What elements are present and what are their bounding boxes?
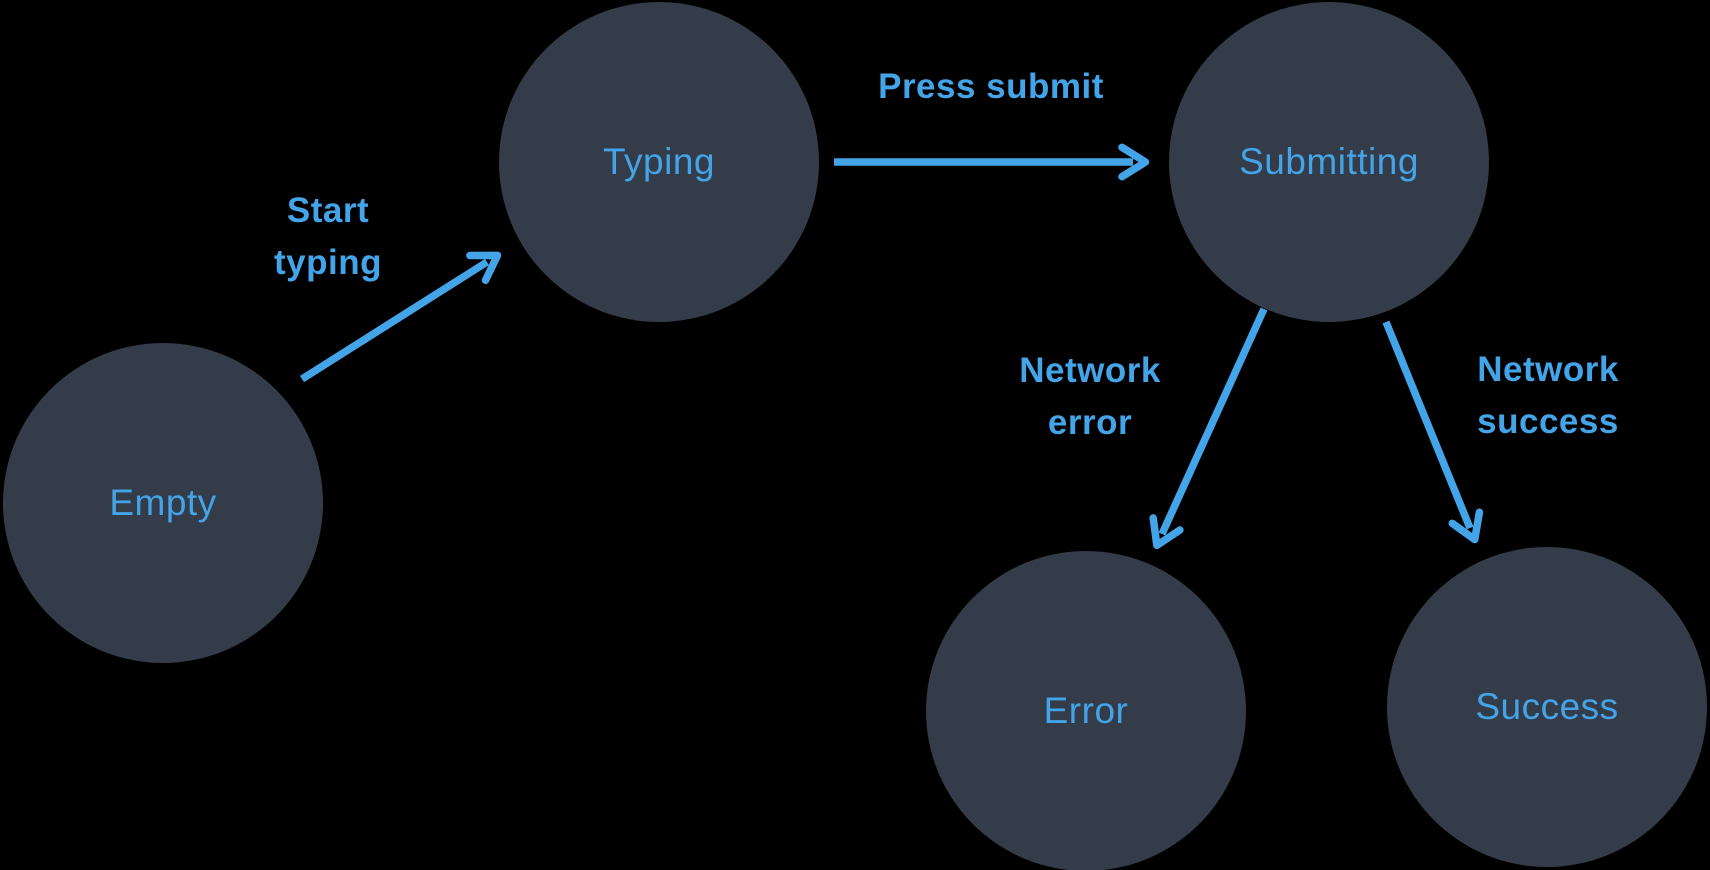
transition-label-line: Network <box>1477 350 1619 389</box>
state-label-error: Error <box>1043 690 1129 731</box>
transition-label-line: error <box>1047 403 1133 442</box>
state-node-empty: Empty <box>3 343 323 663</box>
transition-label-line: success <box>1477 402 1619 441</box>
arrow-empty-to-typing <box>299 251 502 383</box>
arrow-submitting-to-error <box>1149 307 1268 550</box>
transition-label-network-error: Network error <box>940 345 1240 449</box>
arrow-submitting-to-success <box>1382 320 1484 544</box>
state-node-submitting: Submitting <box>1169 2 1489 322</box>
state-node-error: Error <box>926 551 1246 870</box>
transition-label-line: typing <box>274 243 382 282</box>
state-label-typing: Typing <box>602 141 715 182</box>
state-label-empty: Empty <box>109 482 217 523</box>
state-label-success: Success <box>1475 686 1619 727</box>
transition-label-start-typing: Start typing <box>178 185 478 289</box>
transition-label-press-submit: Press submit <box>791 61 1191 113</box>
transition-label-line: Press submit <box>878 67 1104 106</box>
transition-label-line: Start <box>286 191 370 230</box>
state-node-typing: Typing <box>499 2 819 322</box>
state-node-success: Success <box>1387 547 1707 867</box>
transition-label-network-success: Network success <box>1398 344 1698 448</box>
transition-label-line: Network <box>1019 351 1161 390</box>
state-label-submitting: Submitting <box>1239 141 1419 182</box>
